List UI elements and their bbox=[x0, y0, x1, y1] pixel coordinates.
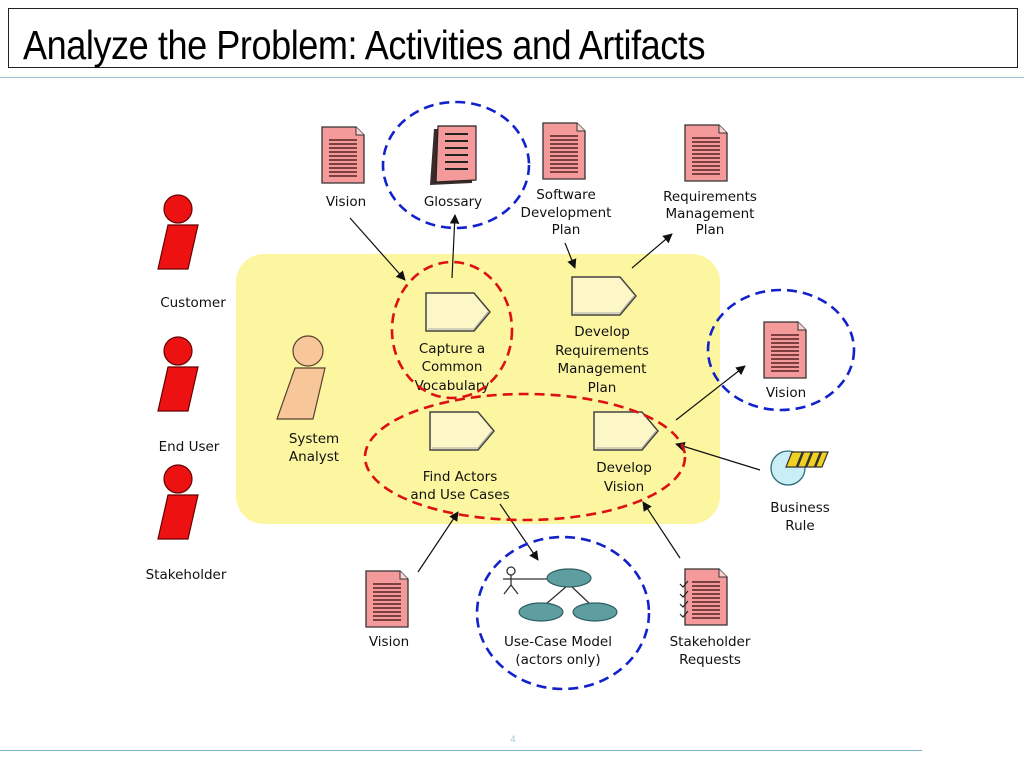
use-case-model-label-line1: Use-Case Model bbox=[504, 634, 612, 650]
capture-vocabulary-highlight bbox=[390, 260, 514, 400]
slide-title: Analyze the Problem: Activities and Arti… bbox=[23, 22, 706, 68]
find-actors-develop-vision-highlight bbox=[363, 392, 687, 522]
bottom-divider bbox=[0, 750, 922, 751]
end-user-actor: End User bbox=[157, 336, 220, 455]
sdp-label-line2: Development bbox=[521, 205, 612, 221]
rmp-label-line3: Plan bbox=[696, 222, 725, 238]
business-rule-label-line1: Business bbox=[770, 500, 830, 516]
find-actors-line2: and Use Cases bbox=[410, 487, 509, 503]
vision-right-label: Vision bbox=[766, 385, 806, 401]
title-box: Analyze the Problem: Activities and Arti… bbox=[8, 8, 1018, 68]
arrow-sdp-to-develop-req bbox=[564, 242, 577, 269]
system-analyst-label-line1: System bbox=[289, 431, 339, 447]
vision-top-label: Vision bbox=[326, 194, 366, 210]
develop-vision-line1: Develop bbox=[596, 460, 652, 476]
capture-vocabulary-activity: Capture a Common Vocabulary bbox=[415, 292, 491, 394]
sdp-artifact: Software Development Plan bbox=[521, 122, 612, 238]
stakeholder-actor: Stakeholder bbox=[146, 464, 227, 583]
vision-highlight bbox=[706, 288, 856, 412]
capture-vocabulary-line2: Common bbox=[422, 359, 483, 375]
glossary-label: Glossary bbox=[424, 194, 482, 210]
end-user-label: End User bbox=[159, 439, 220, 455]
glossary-highlight bbox=[381, 100, 531, 230]
capture-vocabulary-line3: Vocabulary bbox=[415, 378, 490, 394]
top-divider bbox=[0, 77, 1024, 78]
use-case-model-label-line2: (actors only) bbox=[515, 652, 600, 668]
arrow-develop-vision-to-vision bbox=[675, 365, 746, 421]
use-case-model-artifact: Use-Case Model (actors only) bbox=[503, 566, 618, 668]
flow-arrows bbox=[349, 214, 761, 573]
system-analyst-actor: System Analyst bbox=[276, 335, 339, 465]
find-actors-activity: Find Actors and Use Cases bbox=[410, 411, 510, 503]
vision-right-artifact: Vision bbox=[763, 321, 807, 401]
arrow-develop-req-to-rmp bbox=[631, 233, 673, 269]
vision-top-artifact: Vision bbox=[321, 126, 366, 210]
arrow-vision-to-capture bbox=[349, 217, 406, 281]
develop-req-plan-line2: Requirements bbox=[555, 343, 649, 359]
stakeholder-requests-label-line1: Stakeholder bbox=[670, 634, 751, 650]
glossary-artifact: Glossary bbox=[424, 125, 482, 210]
capture-vocabulary-line1: Capture a bbox=[419, 341, 485, 357]
stakeholder-label: Stakeholder bbox=[146, 567, 227, 583]
find-actors-line1: Find Actors bbox=[423, 469, 498, 485]
business-rule-artifact: Business Rule bbox=[770, 450, 830, 534]
develop-req-plan-line4: Plan bbox=[588, 380, 617, 396]
vision-bottom-artifact: Vision bbox=[365, 570, 409, 650]
arrow-rule-to-develop-vision bbox=[675, 441, 761, 471]
business-rule-label-line2: Rule bbox=[785, 518, 814, 534]
highlight-ellipses bbox=[363, 100, 856, 691]
develop-req-plan-line3: Management bbox=[558, 361, 647, 377]
arrow-vision-to-find-actors bbox=[417, 511, 459, 573]
develop-req-plan-line1: Develop bbox=[574, 324, 630, 340]
sdp-label-line1: Software bbox=[536, 187, 596, 203]
page-number: 4 bbox=[510, 734, 516, 744]
stakeholder-requests-artifact: Stakeholder Requests bbox=[670, 568, 751, 668]
customer-label: Customer bbox=[160, 295, 226, 311]
develop-vision-line2: Vision bbox=[604, 479, 644, 495]
use-case-model-highlight bbox=[475, 535, 651, 691]
arrow-find-actors-to-use-case bbox=[499, 503, 539, 561]
develop-req-plan-activity: Develop Requirements Management Plan bbox=[555, 276, 649, 396]
system-analyst-label-line2: Analyst bbox=[289, 449, 339, 465]
arrow-requests-to-develop-vision bbox=[642, 501, 681, 559]
rmp-artifact: Requirements Management Plan bbox=[663, 124, 757, 238]
vision-bottom-label: Vision bbox=[369, 634, 409, 650]
rmp-label-line1: Requirements bbox=[663, 189, 757, 205]
arrow-capture-to-glossary bbox=[449, 214, 460, 279]
workflow-background bbox=[236, 254, 720, 524]
develop-vision-activity: Develop Vision bbox=[593, 411, 659, 495]
customer-actor: Customer bbox=[157, 194, 226, 311]
stakeholder-requests-label-line2: Requests bbox=[679, 652, 741, 668]
sdp-label-line3: Plan bbox=[552, 222, 581, 238]
rmp-label-line2: Management bbox=[666, 206, 755, 222]
